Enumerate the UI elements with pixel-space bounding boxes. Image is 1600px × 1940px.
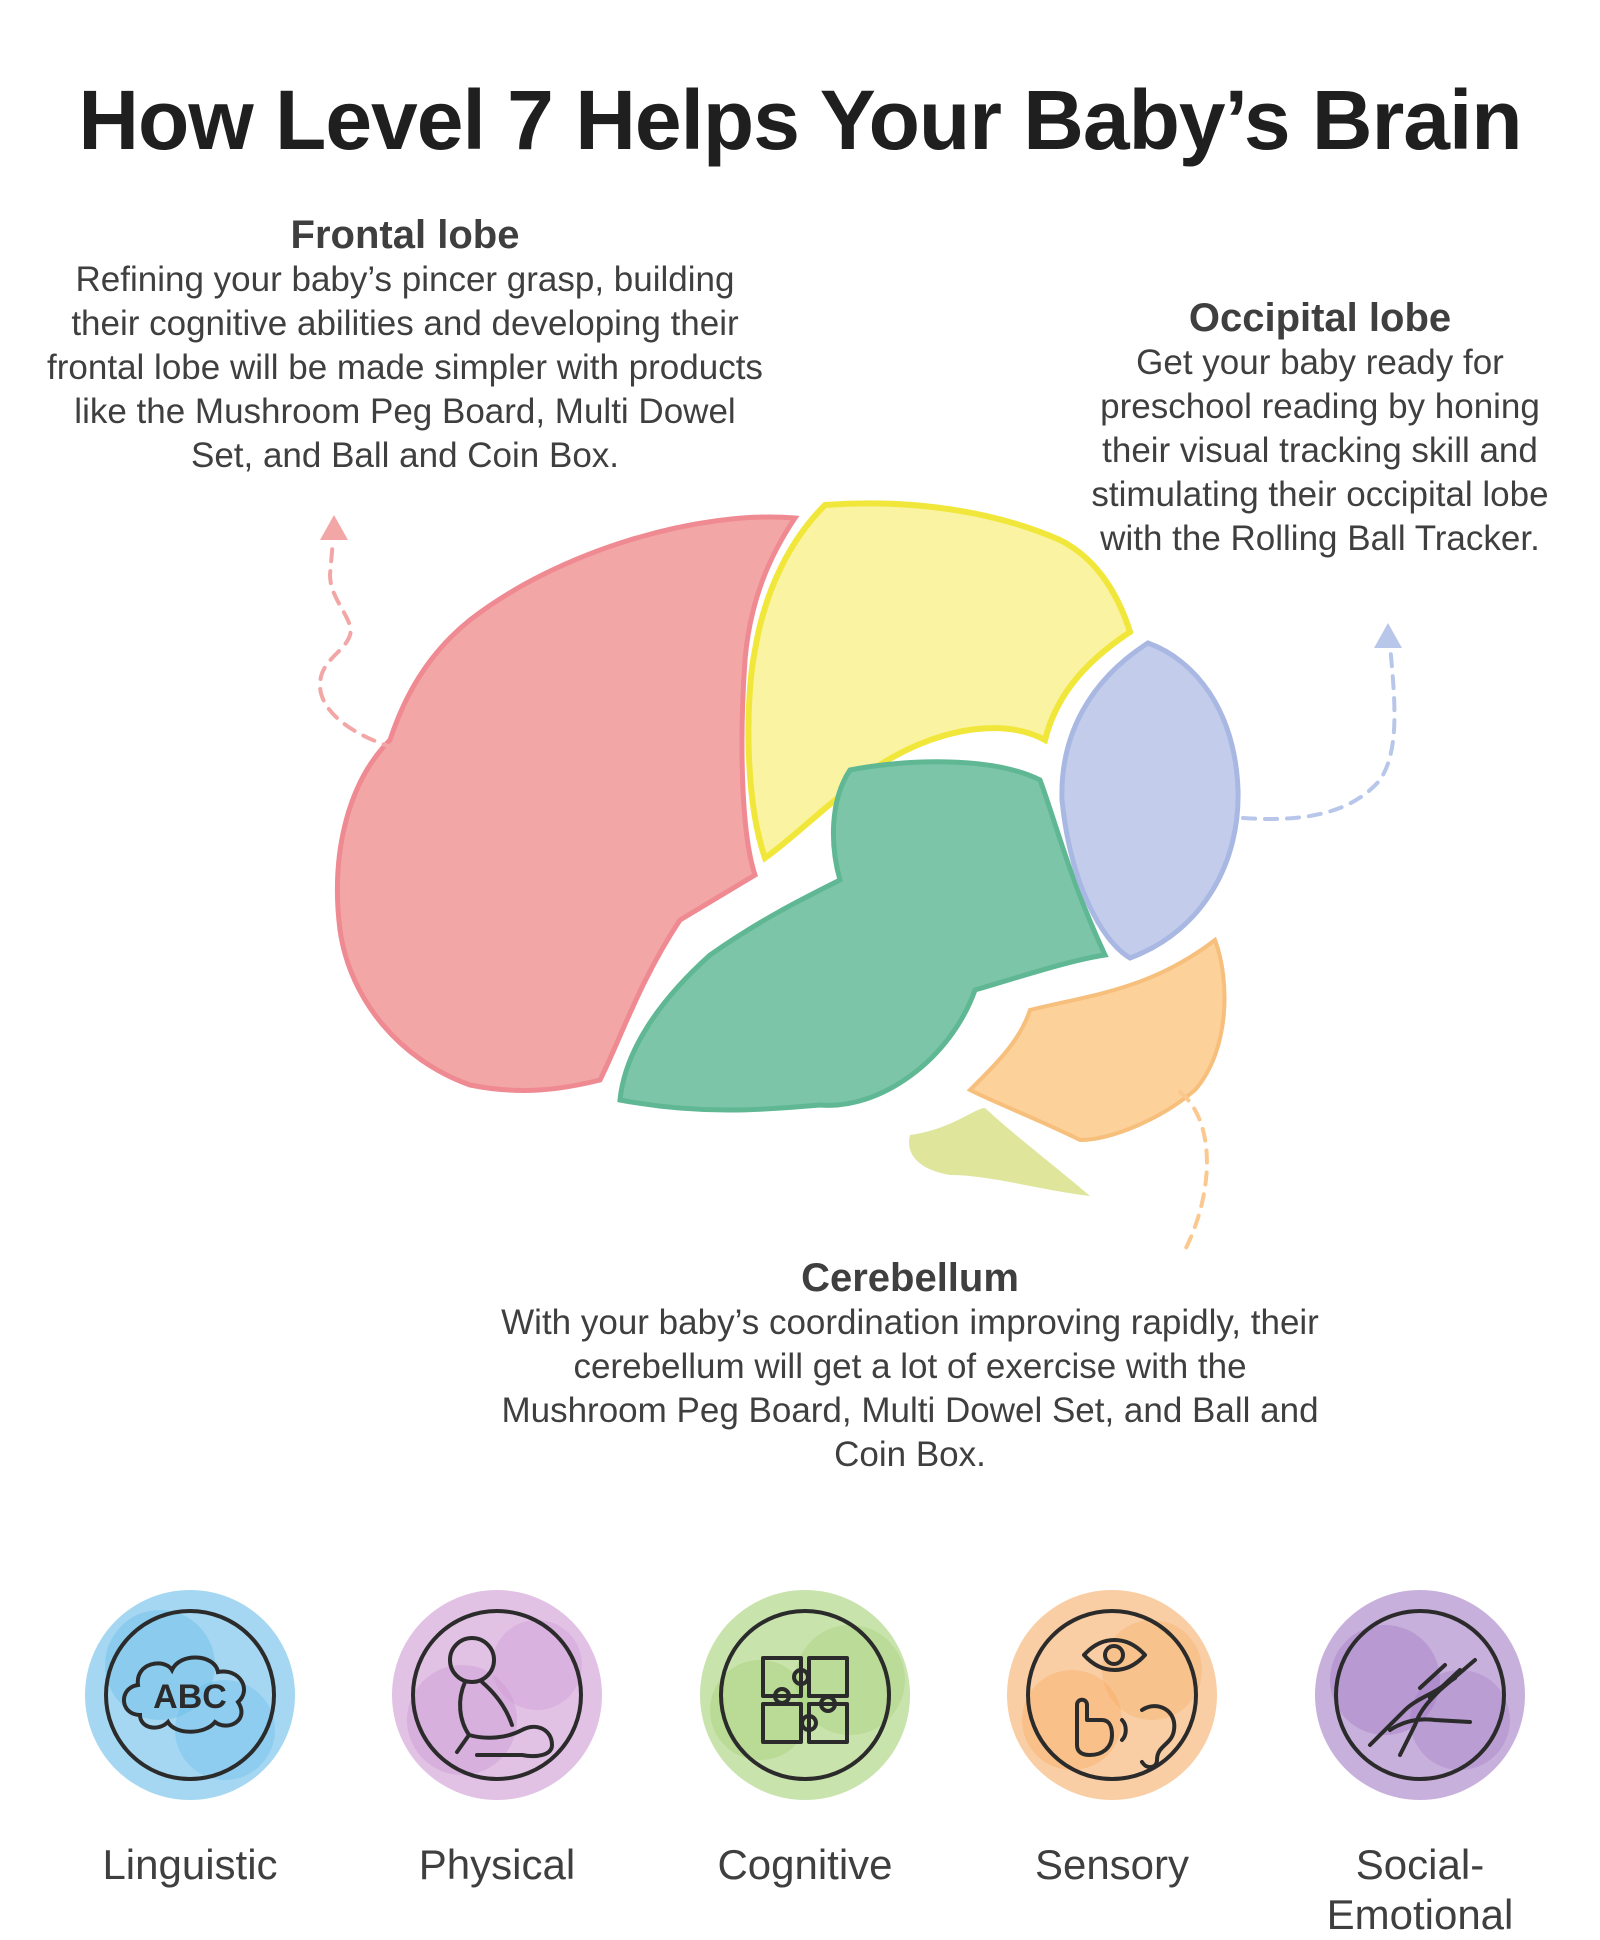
cognitive-badge xyxy=(655,1570,955,1820)
category-sensory: Sensory xyxy=(962,1570,1262,1890)
frontal-lobe-description: Frontal lobe Refining your baby’s pincer… xyxy=(40,212,770,478)
category-cognitive: Cognitive xyxy=(655,1570,955,1890)
category-linguistic: ABC Linguistic xyxy=(40,1570,340,1890)
brain-stem-shape xyxy=(909,1108,1090,1196)
occipital-lobe-heading: Occipital lobe xyxy=(1188,296,1452,340)
temporal-lobe-shape xyxy=(617,759,1109,1113)
brain-diagram xyxy=(317,500,1402,1250)
category-social-emotional: Social-Emotional xyxy=(1270,1570,1570,1940)
sensory-badge xyxy=(962,1570,1262,1820)
occipital-lobe-shape xyxy=(1059,640,1241,961)
abc-cloud-icon: ABC xyxy=(122,1655,246,1734)
occipital-lobe-description: Occipital lobe Get your baby ready for p… xyxy=(1080,295,1560,561)
frontal-arrow-line xyxy=(317,538,397,750)
frontal-lobe-shape xyxy=(335,514,800,1093)
cerebellum-description: Cerebellum With your baby’s coordination… xyxy=(490,1255,1330,1477)
crawling-baby-icon xyxy=(448,1636,554,1759)
social-emotional-badge xyxy=(1270,1570,1570,1820)
page-title: How Level 7 Helps Your Baby’s Brain xyxy=(78,73,1522,167)
parietal-lobe-shape xyxy=(745,500,1134,863)
linguistic-badge: ABC xyxy=(40,1570,340,1820)
category-label: Linguistic xyxy=(102,1841,278,1888)
category-label: Social-Emotional xyxy=(1326,1841,1514,1938)
frontal-lobe-text: Refining your baby’s pincer grasp, build… xyxy=(47,260,763,475)
cerebellum-shape xyxy=(966,936,1227,1143)
frontal-lobe-heading: Frontal lobe xyxy=(290,213,520,257)
occipital-arrow-line xyxy=(1241,643,1397,822)
category-label: Cognitive xyxy=(717,1841,893,1888)
eye-hand-ear-icon xyxy=(1075,1638,1177,1769)
physical-badge xyxy=(347,1570,647,1820)
category-label: Physical xyxy=(418,1841,576,1888)
category-physical: Physical xyxy=(347,1570,647,1890)
occipital-lobe-text: Get your baby ready for preschool readin… xyxy=(1091,343,1549,558)
occipital-arrow-head xyxy=(1374,623,1402,648)
cerebellum-text: With your baby’s coordination improving … xyxy=(501,1303,1319,1474)
category-label: Sensory xyxy=(1034,1841,1190,1888)
frontal-arrow-head xyxy=(320,515,348,540)
cerebellum-heading: Cerebellum xyxy=(801,1256,1019,1300)
svg-text:ABC: ABC xyxy=(153,1678,227,1716)
cerebellum-arrow-line xyxy=(1178,1090,1209,1250)
puzzle-icon xyxy=(761,1656,849,1744)
holding-hands-icon xyxy=(1368,1658,1477,1757)
